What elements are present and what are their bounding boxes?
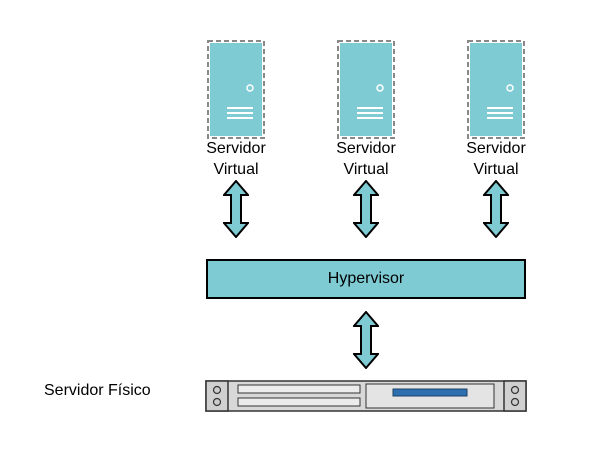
- double-arrow-icon: [483, 180, 509, 238]
- virtual-server-label: Servidor Virtual: [206, 140, 266, 178]
- server-tower-icon: [337, 40, 395, 139]
- rack-server-icon: [205, 380, 527, 412]
- hypervisor-label: Hypervisor: [327, 270, 405, 287]
- double-arrow-icon: [353, 180, 379, 238]
- virtual-server-label: Servidor Virtual: [466, 140, 526, 178]
- physical-server-label: Servidor Físico: [44, 382, 151, 399]
- double-arrow-icon: [223, 180, 249, 238]
- server-tower-icon: [467, 40, 525, 139]
- hypervisor-box: Hypervisor: [206, 259, 526, 299]
- virtual-server-label: Servidor Virtual: [336, 140, 396, 178]
- server-tower-icon: [207, 40, 265, 139]
- double-arrow-icon: [353, 311, 379, 369]
